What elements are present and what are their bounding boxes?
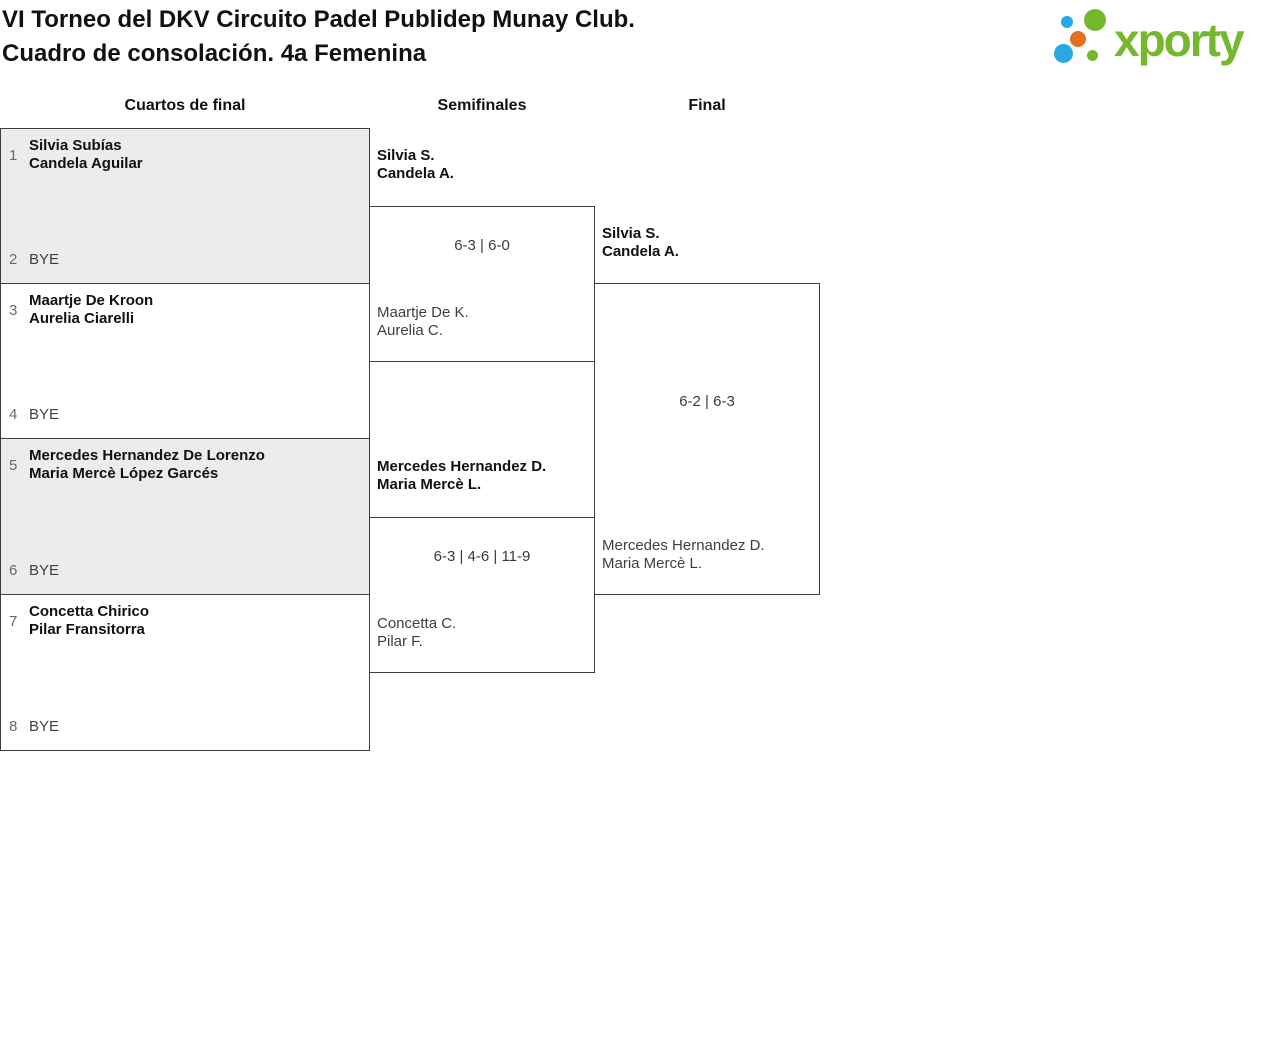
- final-winner-label: Silvia S. Candela A.: [602, 225, 679, 261]
- player-name: Candela Aguilar: [29, 155, 143, 172]
- semifinal-2-score: 6-3 | 4-6 | 11-9: [433, 548, 531, 565]
- final-loser-label: Mercedes Hernandez D. Maria Mercè L.: [602, 537, 765, 573]
- xporty-dots-icon: [1050, 6, 1110, 70]
- round-header-cuartos-de-final: Cuartos de final: [124, 97, 246, 114]
- player-name: Silvia S.: [377, 147, 435, 164]
- semifinal-1-winner-label: Silvia S. Candela A.: [377, 147, 454, 183]
- logo-dot-green-big-icon: [1084, 9, 1106, 31]
- bye-label: BYE: [29, 406, 60, 423]
- player-name: Concetta C.: [377, 615, 457, 632]
- bye-label: BYE: [29, 718, 60, 735]
- team-slot: 5 Mercedes Hernandez De Lorenzo Maria Me…: [9, 447, 265, 483]
- team-names: Mercedes Hernandez De Lorenzo Maria Merc…: [29, 447, 265, 483]
- team-slot: 8 BYE: [9, 718, 59, 735]
- xporty-logo-text: xporty: [1114, 14, 1245, 66]
- team-names: Maartje De Kroon Aurelia Ciarelli: [29, 292, 153, 328]
- player-name: Pilar Fransitorra: [29, 621, 145, 638]
- team-slot: 3 Maartje De Kroon Aurelia Ciarelli: [9, 292, 153, 328]
- match-box-quarterfinal-2: 3 Maartje De Kroon Aurelia Ciarelli 4 BY…: [0, 283, 370, 439]
- player-name: Mercedes Hernandez De Lorenzo: [29, 447, 265, 464]
- final-score: 6-2 | 6-3: [679, 393, 735, 410]
- semifinal-2-loser-label: Concetta C. Pilar F.: [377, 615, 456, 651]
- match-box-quarterfinal-3: 5 Mercedes Hernandez De Lorenzo Maria Me…: [0, 438, 370, 595]
- player-name: Mercedes Hernandez D.: [602, 537, 765, 554]
- seed-number: 4: [9, 406, 18, 423]
- seed-number: 7: [9, 612, 18, 630]
- player-name: Candela A.: [377, 165, 454, 182]
- player-name: Candela A.: [602, 243, 679, 260]
- semifinal-2-winner-label: Mercedes Hernandez D. Maria Mercè L.: [377, 458, 546, 494]
- player-name: Silvia Subías: [29, 137, 122, 154]
- player-name: Maria Mercè L.: [602, 555, 703, 572]
- team-names: Concetta Chirico Pilar Fransitorra: [29, 603, 149, 639]
- seed-number: 8: [9, 718, 18, 735]
- page-title-line-1: VI Torneo del DKV Circuito Padel Publide…: [2, 6, 635, 33]
- player-name: Aurelia C.: [377, 322, 443, 339]
- round-header-final: Final: [688, 97, 726, 114]
- match-box-quarterfinal-4: 7 Concetta Chirico Pilar Fransitorra 8 B…: [0, 594, 370, 751]
- seed-number: 2: [9, 251, 18, 268]
- match-box-quarterfinal-1: 1 Silvia Subías Candela Aguilar 2 BYE: [0, 128, 370, 284]
- player-name: Concetta Chirico: [29, 603, 150, 620]
- player-name: Aurelia Ciarelli: [29, 310, 135, 327]
- seed-number: 1: [9, 146, 18, 164]
- round-header-semifinales: Semifinales: [437, 97, 527, 114]
- player-name: Pilar F.: [377, 633, 423, 650]
- player-name: Maria Mercè L.: [377, 476, 482, 493]
- match-box-final: [594, 283, 820, 595]
- player-name: Maartje De K.: [377, 304, 469, 321]
- team-slot: 7 Concetta Chirico Pilar Fransitorra: [9, 603, 149, 639]
- player-name: Mercedes Hernandez D.: [377, 458, 547, 475]
- player-name: Maartje De Kroon: [29, 292, 154, 309]
- semifinal-1-score: 6-3 | 6-0: [454, 237, 510, 254]
- seed-number: 6: [9, 562, 18, 579]
- match-box-semifinal-1: [369, 206, 595, 362]
- semifinal-1-loser-label: Maartje De K. Aurelia C.: [377, 304, 469, 340]
- match-box-semifinal-2: [369, 517, 595, 673]
- team-slot: 2 BYE: [9, 251, 59, 268]
- page-title-line-2: Cuadro de consolación. 4a Femenina: [2, 40, 427, 67]
- logo-dot-green-small-icon: [1087, 50, 1098, 61]
- logo-dot-blue-small-icon: [1061, 16, 1073, 28]
- bye-label: BYE: [29, 251, 60, 268]
- xporty-logo[interactable]: xporty: [1050, 6, 1280, 70]
- team-slot: 4 BYE: [9, 406, 59, 423]
- team-slot: 6 BYE: [9, 562, 59, 579]
- player-name: Maria Mercè López Garcés: [29, 465, 219, 482]
- logo-dot-orange-icon: [1070, 31, 1086, 47]
- bye-label: BYE: [29, 562, 60, 579]
- team-names: Silvia Subías Candela Aguilar: [29, 137, 143, 173]
- team-slot: 1 Silvia Subías Candela Aguilar: [9, 137, 143, 173]
- seed-number: 5: [9, 456, 18, 474]
- player-name: Silvia S.: [602, 225, 660, 242]
- seed-number: 3: [9, 301, 18, 319]
- logo-dot-blue-big-icon: [1054, 44, 1073, 63]
- page-title: VI Torneo del DKV Circuito Padel Publide…: [2, 3, 635, 71]
